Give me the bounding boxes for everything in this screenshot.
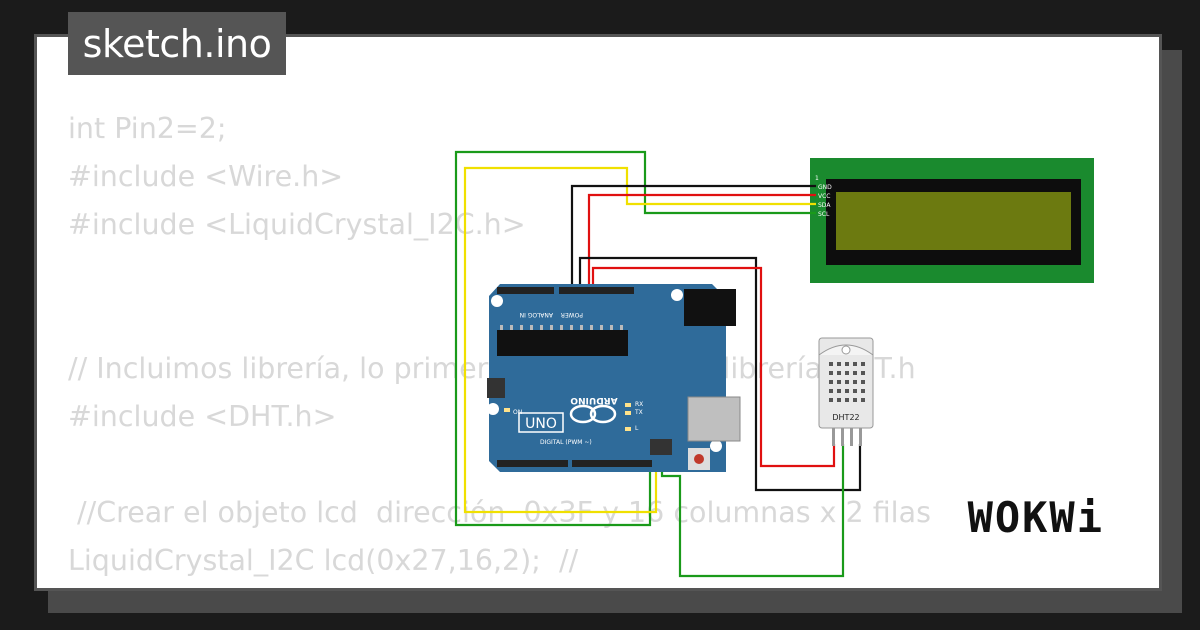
wire-red-sensor-vcc bbox=[591, 266, 836, 468]
l-led-label: L bbox=[635, 425, 639, 432]
usb-port bbox=[687, 396, 741, 442]
power-jack bbox=[684, 289, 736, 326]
code-line: #include <Wire.h> bbox=[68, 160, 344, 193]
code-line: int Pin2=2; bbox=[68, 112, 227, 145]
lcd-pin-scl-label: SCL bbox=[818, 211, 830, 218]
digital-header-low bbox=[497, 460, 568, 467]
power-label: POWER bbox=[561, 311, 583, 318]
code-line: #include <DHT.h> bbox=[68, 400, 337, 433]
rx-led-label: RX bbox=[635, 401, 643, 408]
lcd-pin-gnd-label: GND bbox=[818, 184, 832, 191]
tx-led bbox=[625, 411, 631, 415]
analog-in-label: ANALOG IN bbox=[520, 311, 553, 318]
arduino-logo-icon bbox=[569, 404, 597, 424]
lcd-pin-1-label: 1 bbox=[815, 175, 819, 182]
code-line: LiquidCrystal_I2C lcd(0x27,16,2); // bbox=[68, 544, 579, 577]
dht22-sensor[interactable]: DHT22 bbox=[818, 337, 874, 446]
icsp-header bbox=[487, 378, 505, 398]
arduino-uno-board[interactable]: UNO ARDUINO ON RX TX L ANALOG IN POWER D… bbox=[487, 284, 741, 472]
power-header bbox=[559, 287, 634, 294]
sensor-label: DHT22 bbox=[832, 413, 859, 422]
wire-red-vcc bbox=[587, 193, 816, 290]
l-led bbox=[625, 427, 631, 431]
brand-wordmark: WOKWi bbox=[967, 493, 1104, 542]
rx-led bbox=[625, 403, 631, 407]
icsp-header-2 bbox=[650, 439, 672, 455]
digital-header-high bbox=[572, 460, 652, 467]
wire-green-sensor-data bbox=[660, 444, 845, 578]
wire-black-sensor-gnd bbox=[578, 256, 862, 492]
tx-led-label: TX bbox=[634, 409, 643, 416]
file-title: sketch.ino bbox=[68, 12, 286, 75]
on-led-label: ON bbox=[513, 409, 522, 416]
board-model: UNO bbox=[525, 416, 557, 432]
wokwi-logo: WOKWi bbox=[944, 493, 1124, 560]
wire-green-scl bbox=[454, 150, 816, 527]
on-led bbox=[504, 408, 510, 412]
analog-header bbox=[497, 287, 554, 294]
lcd-display[interactable]: 1 GND VCC SDA SCL bbox=[810, 158, 1094, 283]
wire-black-gnd bbox=[570, 184, 816, 290]
code-line: #include <LiquidCrystal_I2C.h> bbox=[68, 208, 526, 241]
lcd-pin-sda-label: SDA bbox=[818, 202, 831, 209]
lcd-pin-vcc-label: VCC bbox=[818, 193, 830, 200]
wires bbox=[454, 150, 862, 578]
wire-yellow-sda bbox=[463, 166, 816, 514]
digital-label: DIGITAL (PWM ~) bbox=[540, 439, 592, 446]
board-brand: ARDUINO bbox=[570, 395, 618, 405]
atmega-chip bbox=[497, 330, 628, 356]
